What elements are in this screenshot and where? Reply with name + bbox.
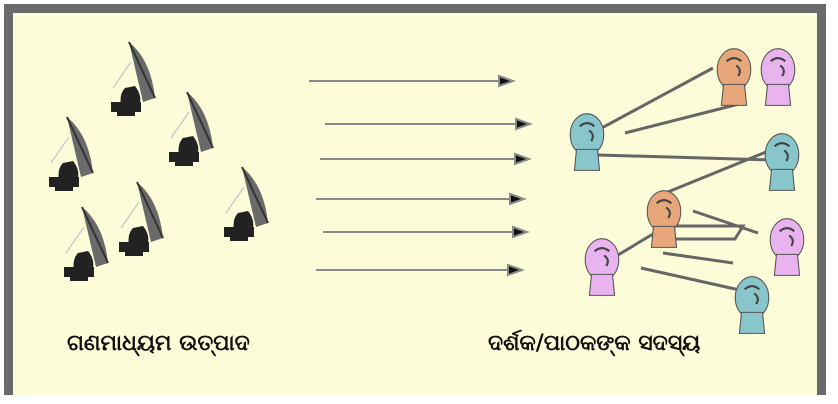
person-head-icon [570, 114, 604, 171]
arrow-icon [325, 119, 530, 129]
diagram-frame: ଗଣମାଧ୍ୟମ ଉତ୍ପାଦ ଦର୍ଶକ/ପାଠକଙ୍କ ସଦସ୍ୟ [4, 4, 826, 395]
arrow-icon [309, 76, 513, 86]
person-head-icon [647, 191, 681, 248]
person-head-icon [761, 49, 795, 106]
audience-heads-group [570, 49, 804, 334]
person-head-icon [735, 277, 769, 334]
person-head-icon [770, 219, 804, 276]
audience-members-label: ଦର୍ଶକ/ପାଠକଙ୍କ ସଦସ୍ୟ [488, 331, 700, 356]
arrow-icon [323, 227, 527, 237]
satellite-dish-icon [169, 92, 213, 166]
satellite-dish-icon [111, 42, 155, 116]
satellite-dish-icon [64, 207, 108, 281]
satellite-dish-icon [119, 182, 163, 256]
person-head-icon [717, 49, 751, 106]
media-dishes-group [49, 42, 268, 281]
arrow-icon [320, 154, 529, 164]
arrows-group [309, 76, 530, 275]
media-production-label: ଗଣମାଧ୍ୟମ ଉତ୍ପାଦ [67, 331, 250, 356]
arrow-icon [316, 265, 522, 275]
arrow-icon [316, 194, 524, 204]
satellite-dish-icon [49, 117, 93, 191]
person-head-icon [585, 239, 619, 296]
satellite-dish-icon [224, 167, 268, 241]
person-head-icon [765, 134, 799, 191]
